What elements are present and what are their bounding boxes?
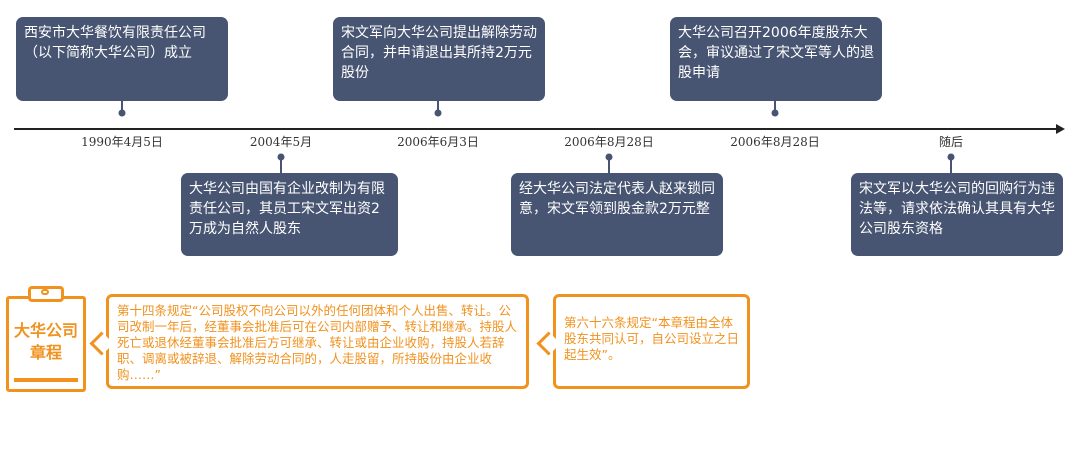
article-14-text: 第十四条规定“公司股权不向公司以外的任何团体和个人出售、转让。公司改制一年后，经… <box>117 303 518 382</box>
event-date: 2004年5月 <box>249 135 313 149</box>
event-dot <box>434 109 442 117</box>
event-date: 随后 <box>938 135 964 149</box>
event-stem <box>774 101 776 113</box>
event-box-later: 宋文军以大华公司的回购行为违法等，请求依法确认其具有大华公司股东资格 <box>851 173 1063 256</box>
timeline-axis <box>14 128 1058 130</box>
article-14-note: 第十四条规定“公司股权不向公司以外的任何团体和个人出售、转让。公司改制一年后，经… <box>106 294 529 389</box>
event-dot <box>771 109 779 117</box>
event-text: 经大华公司法定代表人赵来锁同意，宋文军领到股金款2万元整 <box>519 181 715 217</box>
event-date: 2006年6月3日 <box>397 135 479 149</box>
article-66-text: 第六十六条规定“本章程由全体股东共同认可，自公司设立之日起生效”。 <box>564 315 740 362</box>
event-box-2006-08-payment: 经大华公司法定代表人赵来锁同意，宋文军领到股金款2万元整 <box>511 173 723 256</box>
charter-label: 大华公司章程 <box>13 321 78 362</box>
event-date: 1990年4月5日 <box>81 135 163 149</box>
event-stem <box>608 157 610 173</box>
event-stem <box>950 157 952 173</box>
event-dot <box>118 109 126 117</box>
event-date: 2006年8月28日 <box>730 135 820 149</box>
event-box-2006-08-meeting: 大华公司召开2006年度股东大会，审议通过了宋文军等人的退股申请 <box>670 17 882 101</box>
event-box-1990: 西安市大华餐饮有限责任公司（以下简称大华公司）成立 <box>16 17 228 101</box>
article-66-note: 第六十六条规定“本章程由全体股东共同认可，自公司设立之日起生效”。 <box>553 294 750 389</box>
event-stem <box>121 101 123 113</box>
event-stem <box>280 157 282 173</box>
event-text: 大华公司召开2006年度股东大会，审议通过了宋文军等人的退股申请 <box>678 25 874 81</box>
clipboard-hole <box>41 289 49 295</box>
timeline-arrow-icon <box>1056 124 1065 134</box>
event-text: 大华公司由国有企业改制为有限责任公司，其员工宋文军出资2万成为自然人股东 <box>189 181 385 237</box>
event-text: 西安市大华餐饮有限责任公司（以下简称大华公司）成立 <box>24 25 206 61</box>
event-date: 2006年8月28日 <box>564 135 654 149</box>
event-text: 宋文军以大华公司的回购行为违法等，请求依法确认其具有大华公司股东资格 <box>859 181 1055 237</box>
event-stem <box>437 101 439 113</box>
event-box-2006-06: 宋文军向大华公司提出解除劳动合同，并申请退出其所持2万元股份 <box>333 17 545 101</box>
clipboard-bar <box>14 378 78 382</box>
event-text: 宋文军向大华公司提出解除劳动合同，并申请退出其所持2万元股份 <box>341 25 537 81</box>
event-box-2004: 大华公司由国有企业改制为有限责任公司，其员工宋文军出资2万成为自然人股东 <box>181 173 398 256</box>
